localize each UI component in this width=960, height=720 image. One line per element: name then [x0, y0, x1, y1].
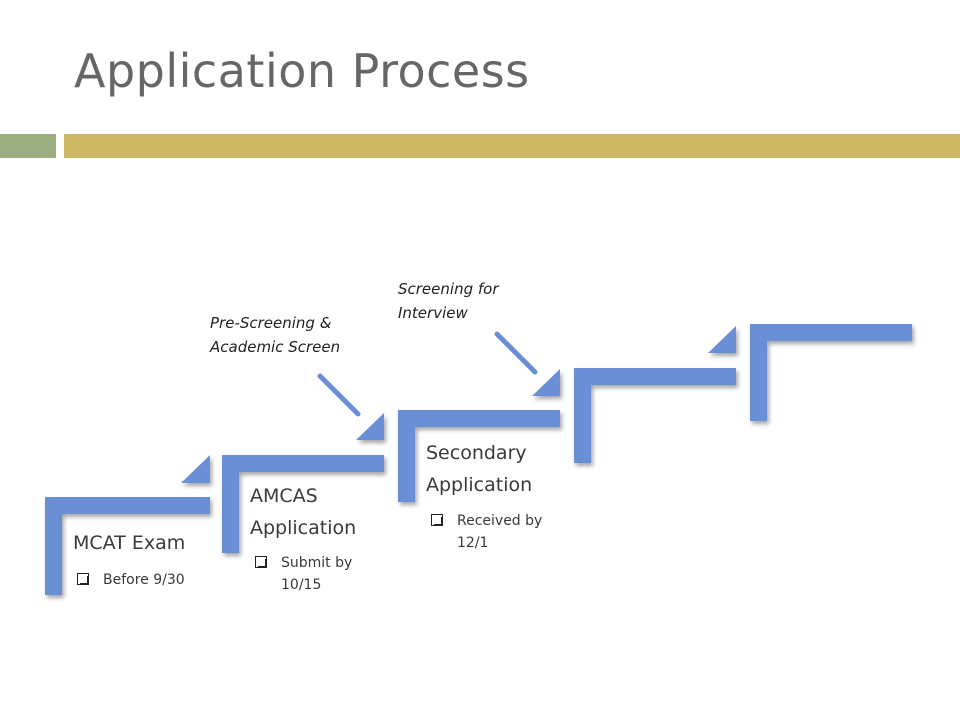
step-3-bullet: Received by 12/1: [431, 510, 567, 554]
checkbox-bullet-icon: [77, 573, 90, 586]
title-accent-bar-right: [64, 134, 960, 158]
step-2-bullet-text: Submit by 10/15: [281, 555, 353, 593]
step-2-bullet: Submit by 10/15: [255, 552, 371, 596]
checkbox-bullet-icon: [255, 556, 268, 569]
step-3-bullet-text: Received by 12/1: [457, 513, 543, 551]
step-3-shape: [398, 369, 560, 502]
annotation-pre-screening: Pre-Screening & Academic Screen: [210, 314, 341, 356]
annotation-arrow-2: [494, 331, 538, 375]
checkbox-bullet-icon: [431, 514, 444, 527]
slide-title: Application Process: [74, 44, 530, 98]
step-1-bullet-text: Before 9/30: [103, 572, 185, 588]
step-4-shape: [574, 326, 736, 463]
step-3-title: Secondary Application: [426, 442, 533, 496]
step-2-title: AMCAS Application: [250, 485, 357, 539]
step-1-title: MCAT Exam: [73, 532, 186, 554]
title-accent-bar-left: [0, 134, 56, 158]
step-2-shape: [222, 413, 384, 553]
step-1-shape: [45, 455, 210, 595]
annotation-arrow-1: [317, 373, 361, 417]
annotation-screening-interview: Screening for Interview: [398, 280, 499, 322]
step-5-shape: [750, 324, 912, 421]
step-1-bullet: Before 9/30: [77, 569, 213, 591]
